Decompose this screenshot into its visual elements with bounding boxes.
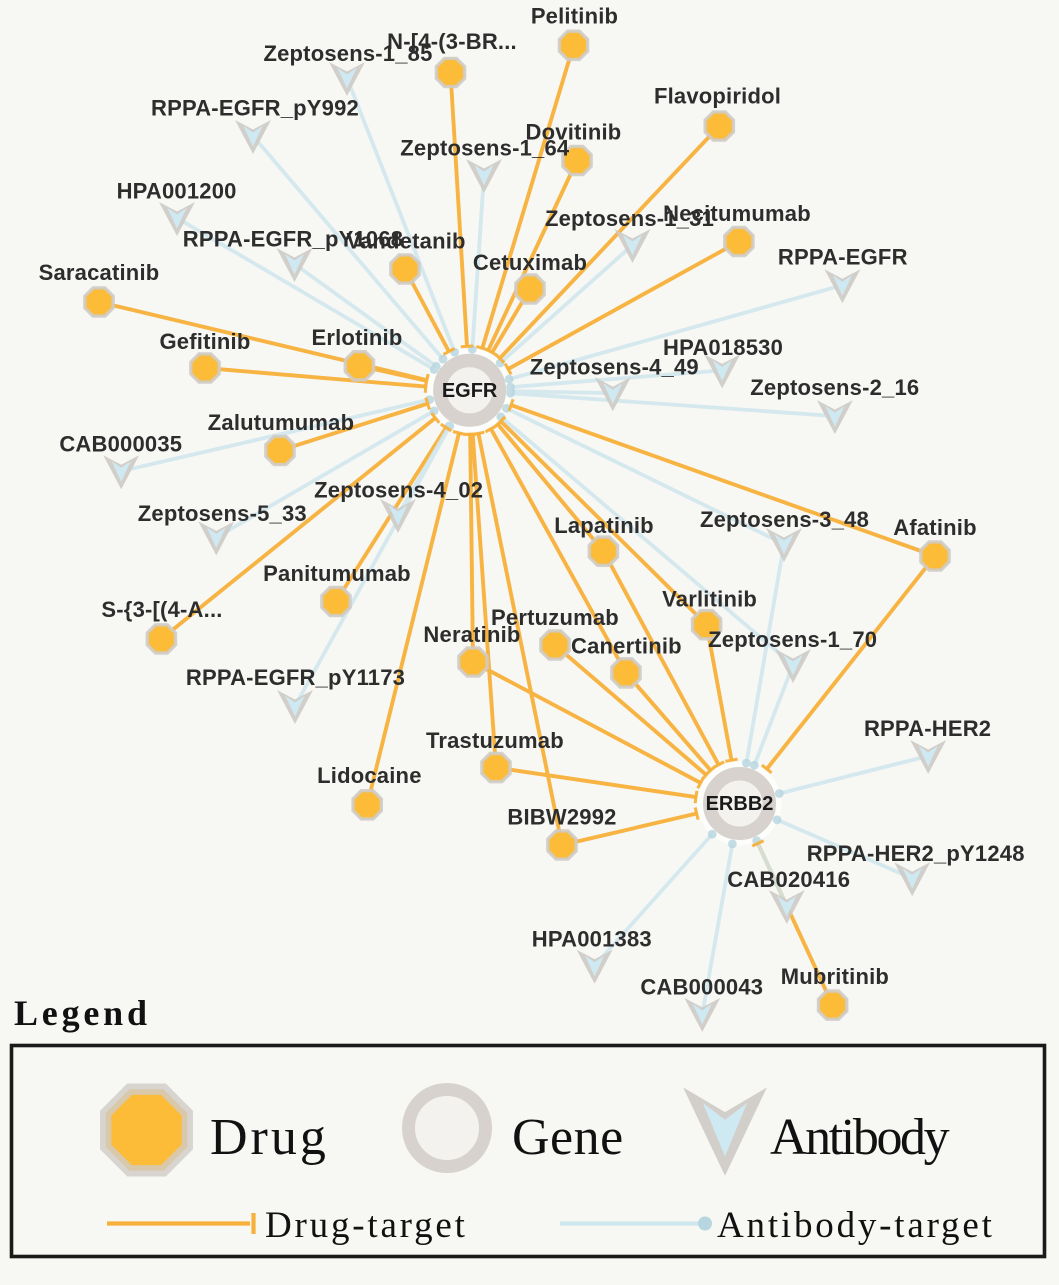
svg-text:RPPA-EGFR_pY1173: RPPA-EGFR_pY1173 bbox=[186, 665, 405, 690]
svg-text:Trastuzumab: Trastuzumab bbox=[426, 728, 564, 753]
svg-text:RPPA-HER2_pY1248: RPPA-HER2_pY1248 bbox=[807, 841, 1025, 866]
svg-text:Antibody: Antibody bbox=[770, 1109, 950, 1166]
svg-text:ERBB2: ERBB2 bbox=[706, 793, 774, 815]
svg-text:Varlitinib: Varlitinib bbox=[662, 587, 757, 612]
svg-text:HPA001200: HPA001200 bbox=[117, 179, 237, 204]
svg-text:EGFR: EGFR bbox=[442, 380, 498, 402]
svg-text:RPPA-EGFR_pY1068: RPPA-EGFR_pY1068 bbox=[183, 227, 403, 252]
svg-text:Pelitinib: Pelitinib bbox=[531, 4, 618, 29]
svg-text:Gefitinib: Gefitinib bbox=[159, 329, 250, 354]
svg-text:Drug: Drug bbox=[210, 1109, 329, 1166]
svg-text:Zeptosens-1_85: Zeptosens-1_85 bbox=[263, 41, 432, 66]
svg-text:S-{3-[(4-A...: S-{3-[(4-A... bbox=[101, 597, 222, 622]
svg-text:Zeptosens-2_16: Zeptosens-2_16 bbox=[750, 375, 919, 400]
svg-text:Drug-target: Drug-target bbox=[265, 1205, 468, 1246]
svg-text:Zeptosens-1_64: Zeptosens-1_64 bbox=[400, 135, 570, 160]
svg-text:Cetuximab: Cetuximab bbox=[473, 250, 587, 275]
svg-text:Afatinib: Afatinib bbox=[893, 515, 976, 540]
svg-text:Neratinib: Neratinib bbox=[423, 622, 520, 647]
svg-text:Canertinib: Canertinib bbox=[571, 634, 682, 659]
svg-text:Mubritinib: Mubritinib bbox=[781, 964, 889, 989]
svg-text:RPPA-EGFR_pY992: RPPA-EGFR_pY992 bbox=[151, 96, 359, 121]
svg-text:Zalutumumab: Zalutumumab bbox=[208, 410, 354, 435]
svg-text:Zeptosens-4_02: Zeptosens-4_02 bbox=[314, 478, 483, 503]
svg-text:Lidocaine: Lidocaine bbox=[317, 763, 422, 788]
svg-text:Gene: Gene bbox=[512, 1109, 624, 1166]
svg-text:RPPA-EGFR: RPPA-EGFR bbox=[778, 244, 908, 269]
svg-text:Panitumumab: Panitumumab bbox=[263, 561, 411, 586]
svg-text:Antibody-target: Antibody-target bbox=[717, 1205, 995, 1246]
svg-text:Zeptosens-5_33: Zeptosens-5_33 bbox=[138, 501, 307, 526]
svg-text:Flavopiridol: Flavopiridol bbox=[654, 84, 781, 109]
svg-text:CAB020416: CAB020416 bbox=[727, 867, 850, 892]
svg-text:Erlotinib: Erlotinib bbox=[311, 325, 402, 350]
svg-text:Zeptosens-1_70: Zeptosens-1_70 bbox=[708, 627, 877, 652]
svg-text:HPA001383: HPA001383 bbox=[532, 926, 652, 951]
svg-text:Lapatinib: Lapatinib bbox=[554, 513, 654, 538]
svg-text:RPPA-HER2: RPPA-HER2 bbox=[864, 716, 991, 741]
svg-text:BIBW2992: BIBW2992 bbox=[507, 805, 616, 830]
svg-text:Zeptosens-4_49: Zeptosens-4_49 bbox=[530, 354, 699, 379]
svg-text:Zeptosens-1_31: Zeptosens-1_31 bbox=[545, 206, 714, 231]
svg-text:CAB000035: CAB000035 bbox=[59, 431, 182, 456]
svg-text:CAB000043: CAB000043 bbox=[640, 975, 763, 1000]
svg-text:Legend: Legend bbox=[14, 993, 151, 1033]
svg-text:Zeptosens-3_48: Zeptosens-3_48 bbox=[700, 507, 869, 532]
svg-text:Saracatinib: Saracatinib bbox=[39, 260, 160, 285]
